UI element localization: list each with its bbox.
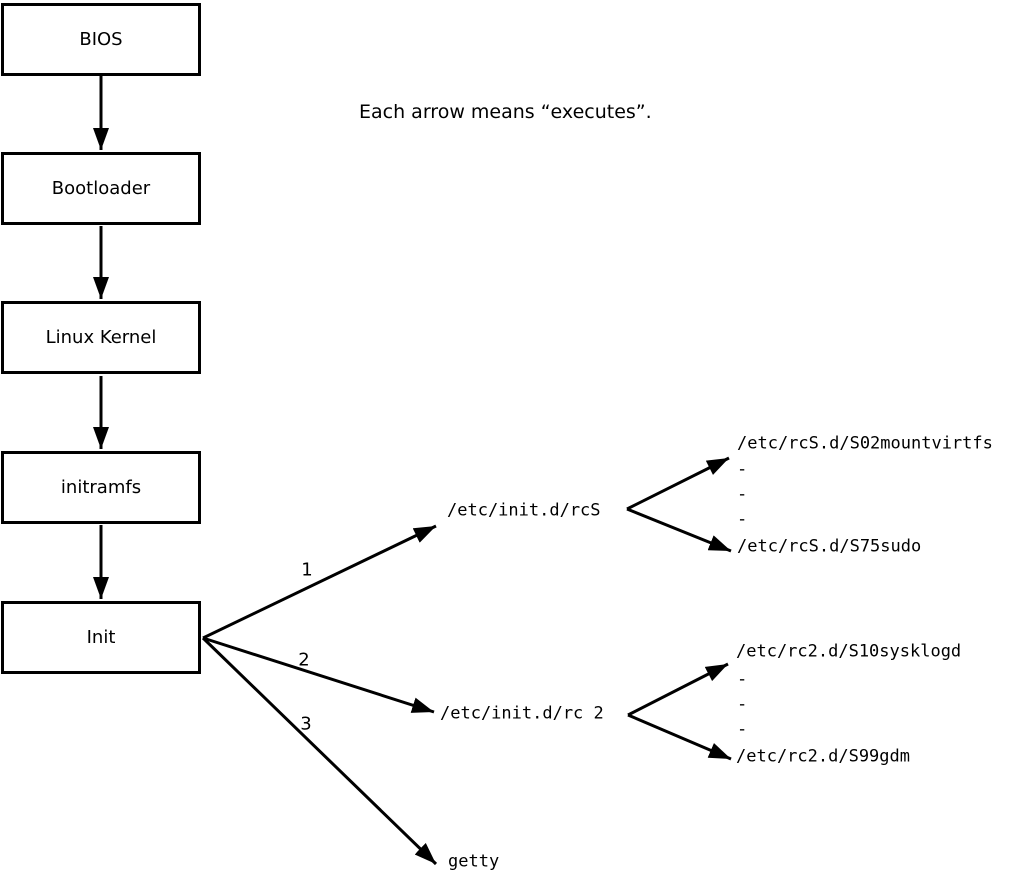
node-rc2-last-script: /etc/rc2.d/S99gdm — [736, 746, 910, 767]
box-bios: BIOS — [1, 3, 201, 76]
arrow-init-to-rcs — [202, 524, 437, 640]
box-label: Init — [86, 627, 116, 648]
node-rcs-last-script: /etc/rcS.d/S75sudo — [737, 536, 922, 557]
box-label: Linux Kernel — [45, 327, 157, 348]
arrow-legend-caption: Each arrow means “executes”. — [359, 101, 652, 123]
arrow-init-to-getty — [201, 636, 438, 866]
ellipsis-dash: - — [737, 719, 748, 740]
node-getty: getty — [448, 851, 500, 872]
fan-label-3: 3 — [300, 713, 312, 735]
box-initramfs: initramfs — [1, 451, 201, 524]
box-label: Bootloader — [51, 178, 151, 199]
arrow-init-to-rc2 — [202, 636, 435, 714]
ellipsis-dash: - — [737, 669, 748, 690]
arrow-rc2-to-last-script — [627, 713, 732, 761]
box-label: initramfs — [60, 477, 142, 498]
node-etc-init-d-rcs: /etc/init.d/rcS — [447, 500, 601, 521]
box-bootloader: Bootloader — [1, 152, 201, 225]
ellipsis-dash: - — [737, 459, 748, 480]
node-rcs-first-script: /etc/rcS.d/S02mountvirtfs — [737, 433, 993, 454]
node-rc2-first-script: /etc/rc2.d/S10sysklogd — [736, 641, 962, 662]
ellipsis-dash: - — [737, 484, 748, 505]
box-init: Init — [1, 601, 201, 674]
fan-label-1: 1 — [301, 559, 313, 581]
ellipsis-dash: - — [737, 509, 748, 530]
arrow-rcs-to-last-script — [626, 507, 732, 553]
node-etc-init-d-rc2: /etc/init.d/rc 2 — [440, 703, 604, 724]
arrow-rc2-to-first-script — [627, 662, 729, 717]
box-label: BIOS — [79, 29, 123, 50]
ellipsis-dash: - — [737, 694, 748, 715]
fan-label-2: 2 — [298, 649, 310, 671]
box-linux-kernel: Linux Kernel — [1, 301, 201, 374]
arrow-rcs-to-first-script — [626, 456, 730, 511]
